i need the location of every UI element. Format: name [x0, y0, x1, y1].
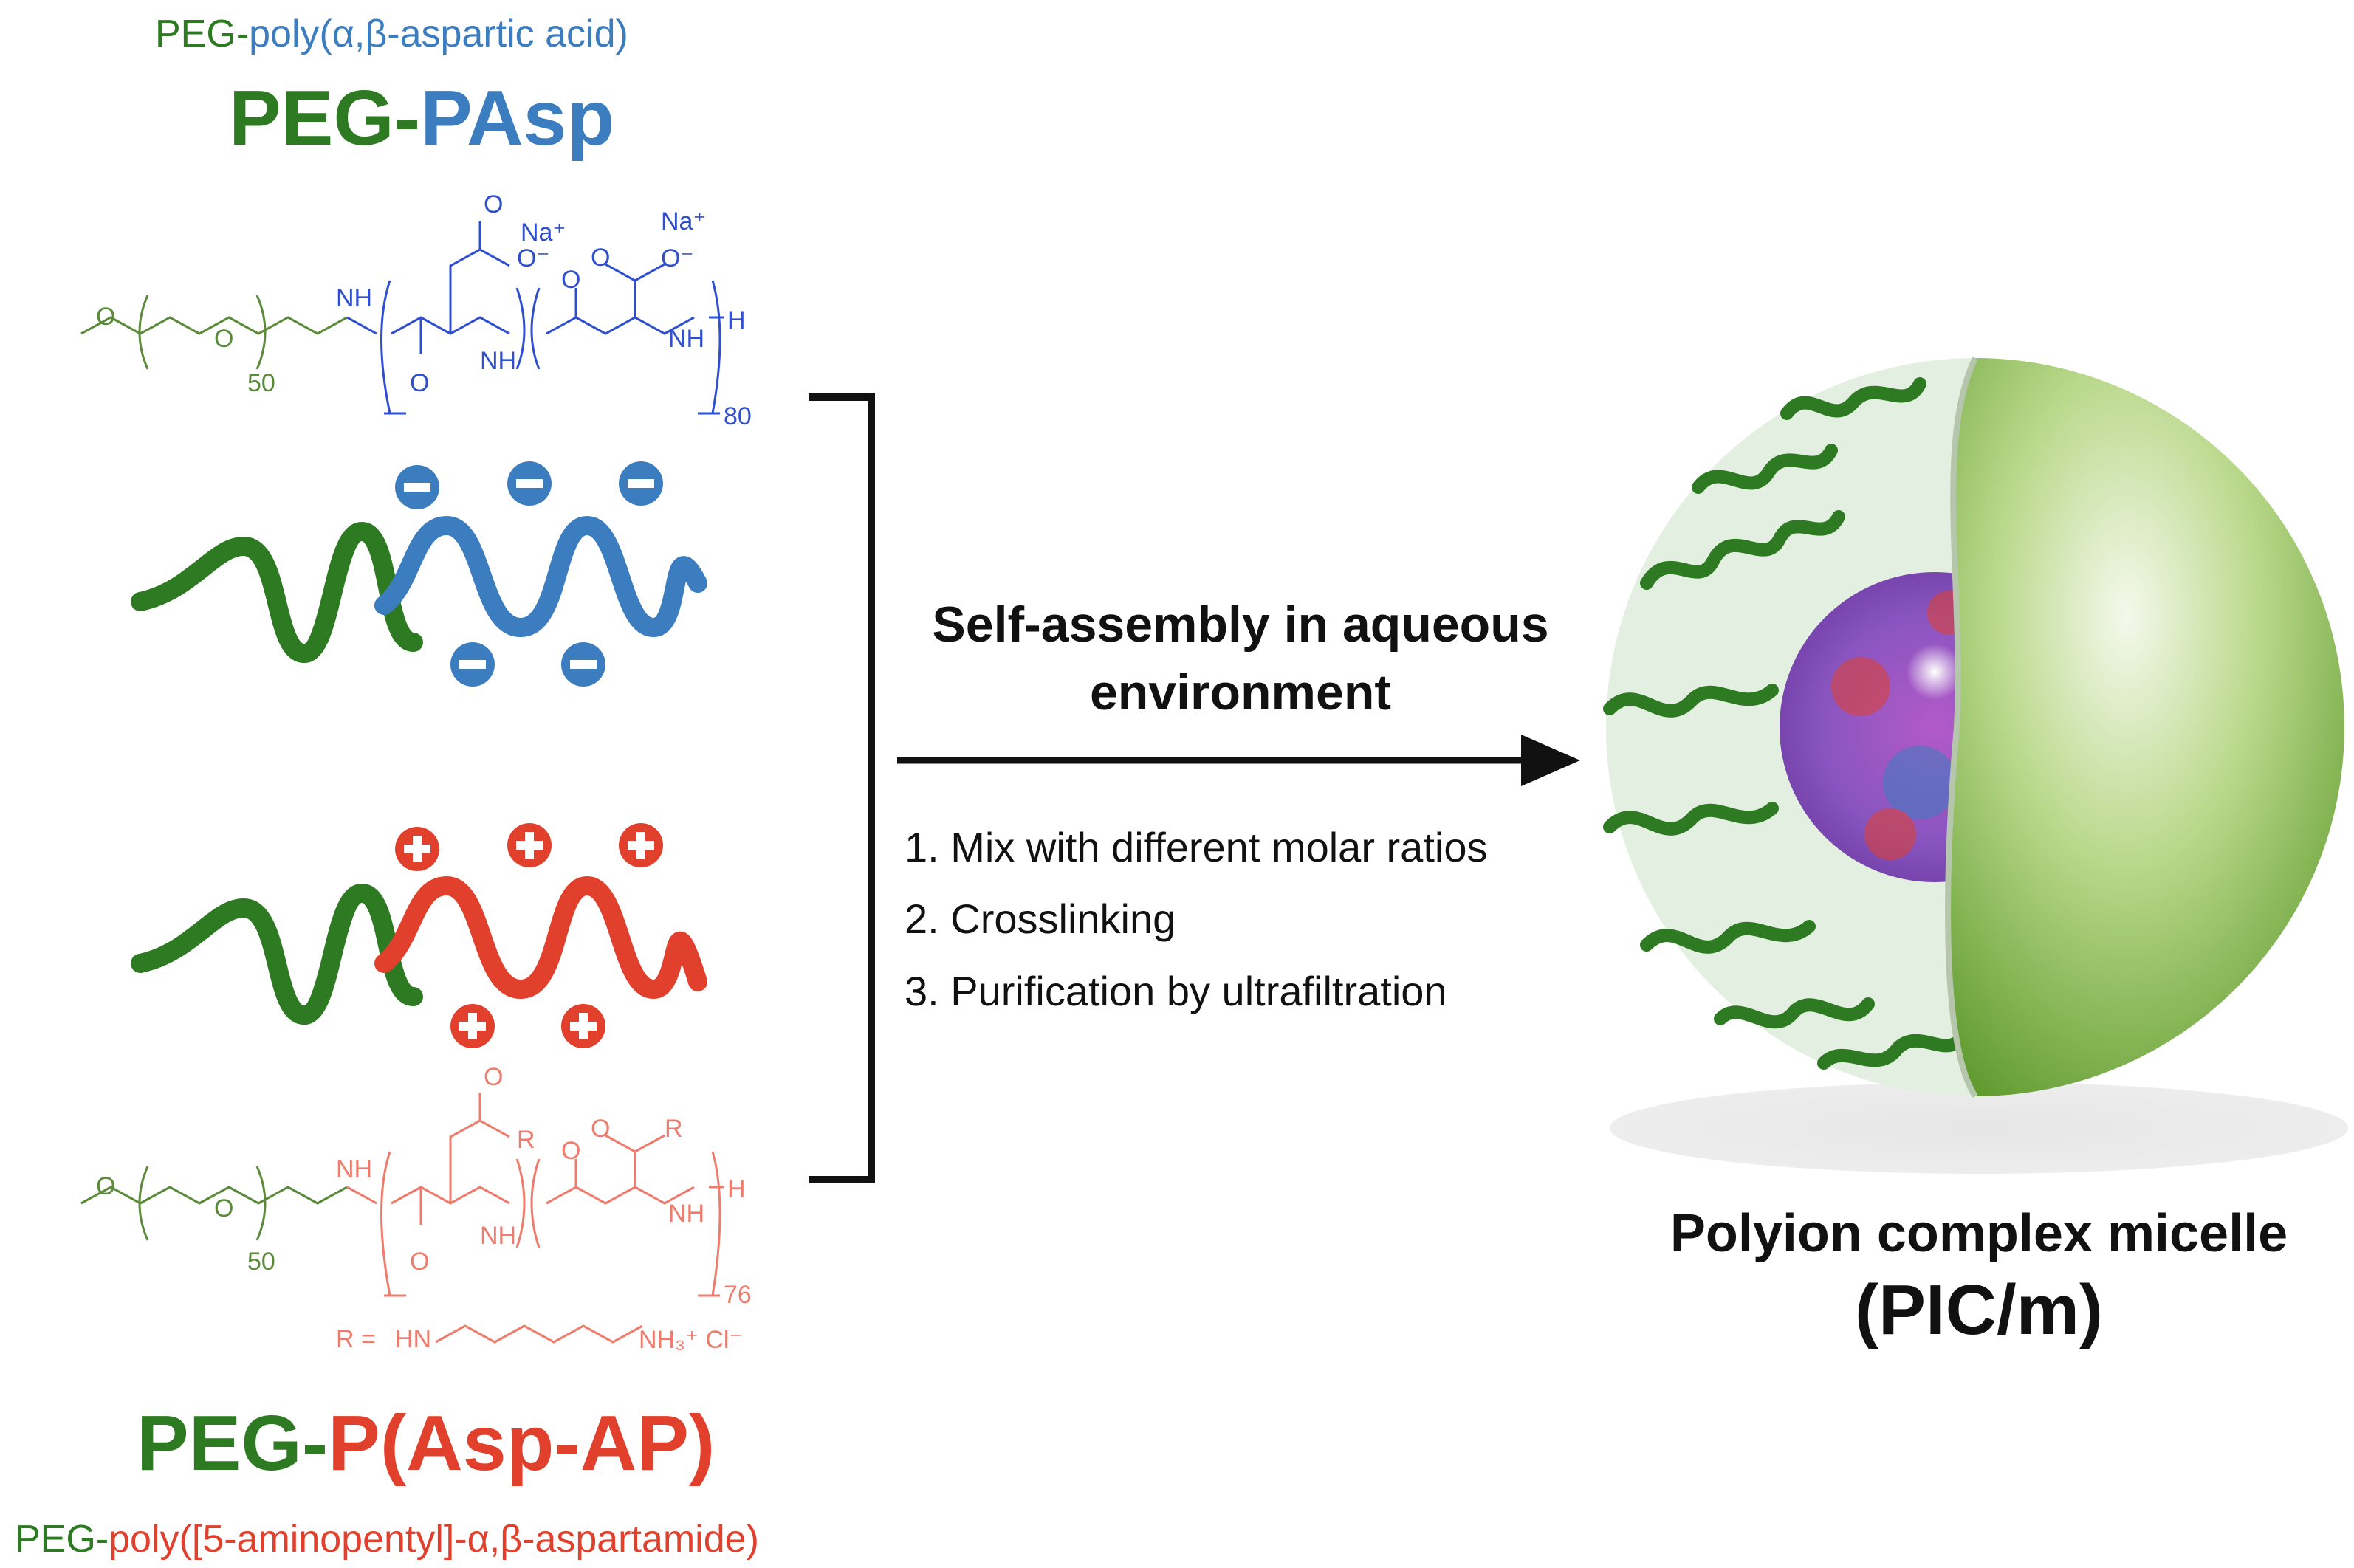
r-definition-hn: HN: [395, 1325, 432, 1353]
peg-pasp-structure: [80, 221, 724, 415]
negative-charge-icon: [507, 461, 552, 506]
top-carbonyl-o-1: O: [410, 369, 430, 397]
bottom-backbone-nh-1: NH: [480, 1222, 517, 1250]
bottom-terminal-h: H: [727, 1175, 746, 1203]
bottom-amide-nh: NH: [336, 1155, 373, 1183]
top-carboxylate-o-1: O: [484, 190, 504, 219]
negative-charges: [395, 461, 663, 687]
bottom-terminal-nh: NH: [668, 1200, 705, 1228]
negative-charge-icon: [619, 461, 663, 506]
positive-charge-icon: [507, 823, 552, 867]
bottom-carbonyl-o-1: O: [410, 1248, 430, 1276]
step-2: 2. Crosslinking: [905, 895, 1176, 942]
bottom-sidechain-r-2: R: [665, 1115, 683, 1143]
bottom-carbonyl-o-2: O: [561, 1137, 581, 1165]
top-polymer-subtitle: PEG-poly(α,β-aspartic acid): [155, 12, 628, 56]
top-peg-o-end: O: [214, 325, 234, 353]
bottom-polymer-title: PEG-P(Asp-AP): [137, 1399, 715, 1488]
top-amide-nh: NH: [336, 284, 373, 312]
top-subtitle-rest: poly(α,β-aspartic acid): [249, 13, 628, 55]
bottom-peg-o-end: O: [214, 1194, 234, 1223]
top-counterion-1: Na⁺: [521, 219, 566, 247]
negative-charge-icon: [561, 642, 605, 687]
top-counterion-2: Na⁺: [661, 207, 707, 235]
corona-peg-chains: [1603, 377, 1971, 1070]
positive-charge-icon: [395, 827, 439, 871]
core-highlight: [1907, 644, 1963, 700]
bottom-title-rest: P(Asp-AP): [328, 1400, 716, 1487]
top-title-rest: PAsp: [420, 75, 615, 162]
positive-charge-icon: [450, 1004, 495, 1048]
micelle-shell: [1948, 358, 2344, 1096]
grouping-bracket: [809, 393, 875, 1183]
top-title-peg: PEG-: [229, 75, 421, 162]
bottom-sidechain-o-2: O: [591, 1115, 611, 1143]
top-peg-repeat: 50: [247, 369, 275, 397]
positive-charge-icon: [619, 823, 663, 867]
top-carbonyl-o-2: O: [561, 266, 581, 294]
step-3: 3. Purification by ultrafiltration: [905, 968, 1447, 1014]
bottom-block-repeat: 76: [724, 1281, 752, 1309]
bottom-subtitle-peg: PEG-: [15, 1518, 109, 1561]
bottom-peg-o-start: O: [96, 1172, 116, 1200]
top-carboxylate-ominus-1: O⁻: [517, 244, 550, 272]
bottom-sidechain-o-1: O: [484, 1063, 504, 1091]
arrow-label: Self-assembly in aqueous environment: [932, 596, 1549, 721]
micelle-illustration: [1603, 357, 2348, 1174]
peg-paspap-structure: [80, 1093, 724, 1344]
positive-charges: [395, 823, 663, 1048]
bottom-sidechain-r-1: R: [517, 1126, 535, 1154]
micelle-abbr: (PIC/m): [1855, 1270, 2103, 1349]
top-terminal-nh: NH: [668, 325, 705, 353]
micelle-shadow: [1610, 1082, 2348, 1174]
r-definition-label: R =: [336, 1325, 376, 1353]
peg-paspap-chain: [131, 876, 707, 1025]
bottom-peg-repeat: 50: [247, 1248, 275, 1276]
r-definition-nh3: NH₃⁺ Cl⁻: [639, 1326, 743, 1354]
micelle-name: Polyion complex micelle: [1670, 1204, 2288, 1263]
process-arrow: [897, 735, 1580, 786]
bottom-polymer-subtitle: PEG-poly([5-aminopentyl]-α,β-aspartamide…: [15, 1517, 759, 1561]
negative-charge-icon: [450, 642, 495, 687]
positive-charge-icon: [561, 1004, 605, 1048]
negative-charge-icon: [395, 465, 439, 509]
top-backbone-nh-1: NH: [480, 347, 517, 375]
peg-pasp-chain: [131, 515, 707, 663]
top-polymer-title: PEG-PAsp: [229, 74, 614, 163]
top-terminal-h: H: [727, 306, 746, 334]
top-carboxylate-o-2: O: [591, 244, 611, 272]
top-block-repeat: 80: [724, 402, 752, 430]
bottom-subtitle-rest: poly([5-aminopentyl]-α,β-aspartamide): [109, 1518, 759, 1561]
top-peg-o-start: O: [96, 303, 116, 331]
top-carboxylate-ominus-2: O⁻: [661, 244, 694, 272]
bottom-title-peg: PEG-: [137, 1400, 329, 1487]
step-1: 1. Mix with different molar ratios: [905, 824, 1488, 870]
top-subtitle-peg: PEG-: [155, 13, 250, 55]
